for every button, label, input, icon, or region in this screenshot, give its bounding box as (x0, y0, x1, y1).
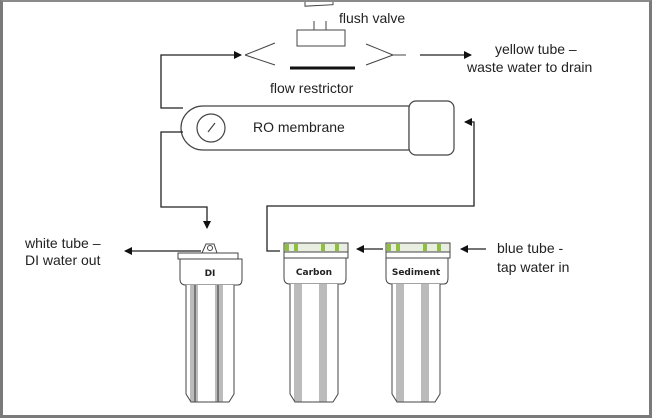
di-out-label-line2: DI water out (25, 252, 101, 268)
flush-valve-icon (296, 2, 346, 47)
pressure-gauge-icon (196, 113, 226, 143)
carbon-to-membrane-line (266, 118, 475, 252)
tap-in-label-line1: blue tube - (497, 240, 563, 256)
diagram-canvas: flush valve flow restrictor yellow tube … (24, 2, 592, 403)
waste-label-line2: waste water to drain (466, 59, 592, 75)
right-tee-fitting (365, 43, 406, 66)
left-tee-fitting (244, 42, 276, 66)
filter-housings: DI Carbon Sediment (177, 242, 451, 403)
filter-cap-grip (294, 244, 298, 251)
ro-membrane-label: RO membrane (253, 119, 345, 135)
filter-label: DI (205, 269, 216, 279)
di-outlet-hole (207, 245, 213, 251)
filter-label: Carbon (296, 268, 332, 278)
filter-carbon: Carbon (283, 242, 349, 403)
ro-membrane (180, 100, 455, 156)
membrane-to-di-line (160, 131, 211, 229)
filter-sediment: Sediment (385, 242, 451, 403)
filter-head (179, 258, 243, 286)
membrane-to-tee-line (160, 51, 242, 109)
filter-head (283, 257, 347, 285)
filter-cap-rim (177, 252, 239, 260)
filter-cap-grip (396, 244, 400, 251)
filter-cap-grip (423, 244, 427, 251)
filter-di: DI (177, 243, 243, 403)
filter-cap-grip (285, 244, 289, 251)
flow-restrictor-label: flow restrictor (270, 80, 354, 96)
filter-cap-grip (437, 244, 441, 251)
tap-in-label-line2: tap water in (497, 259, 569, 275)
filter-head (385, 257, 449, 285)
waste-label-line1: yellow tube – (495, 41, 577, 57)
filter-cap-grip (321, 244, 325, 251)
di-out-label-line1: white tube – (24, 235, 101, 251)
filter-cap-rim (385, 251, 451, 259)
filter-cap-rim (283, 251, 349, 259)
filter-cap-grip (335, 244, 339, 251)
flush-valve-label: flush valve (339, 10, 405, 26)
filter-label: Sediment (392, 268, 441, 278)
filter-cap-grip (387, 244, 391, 251)
